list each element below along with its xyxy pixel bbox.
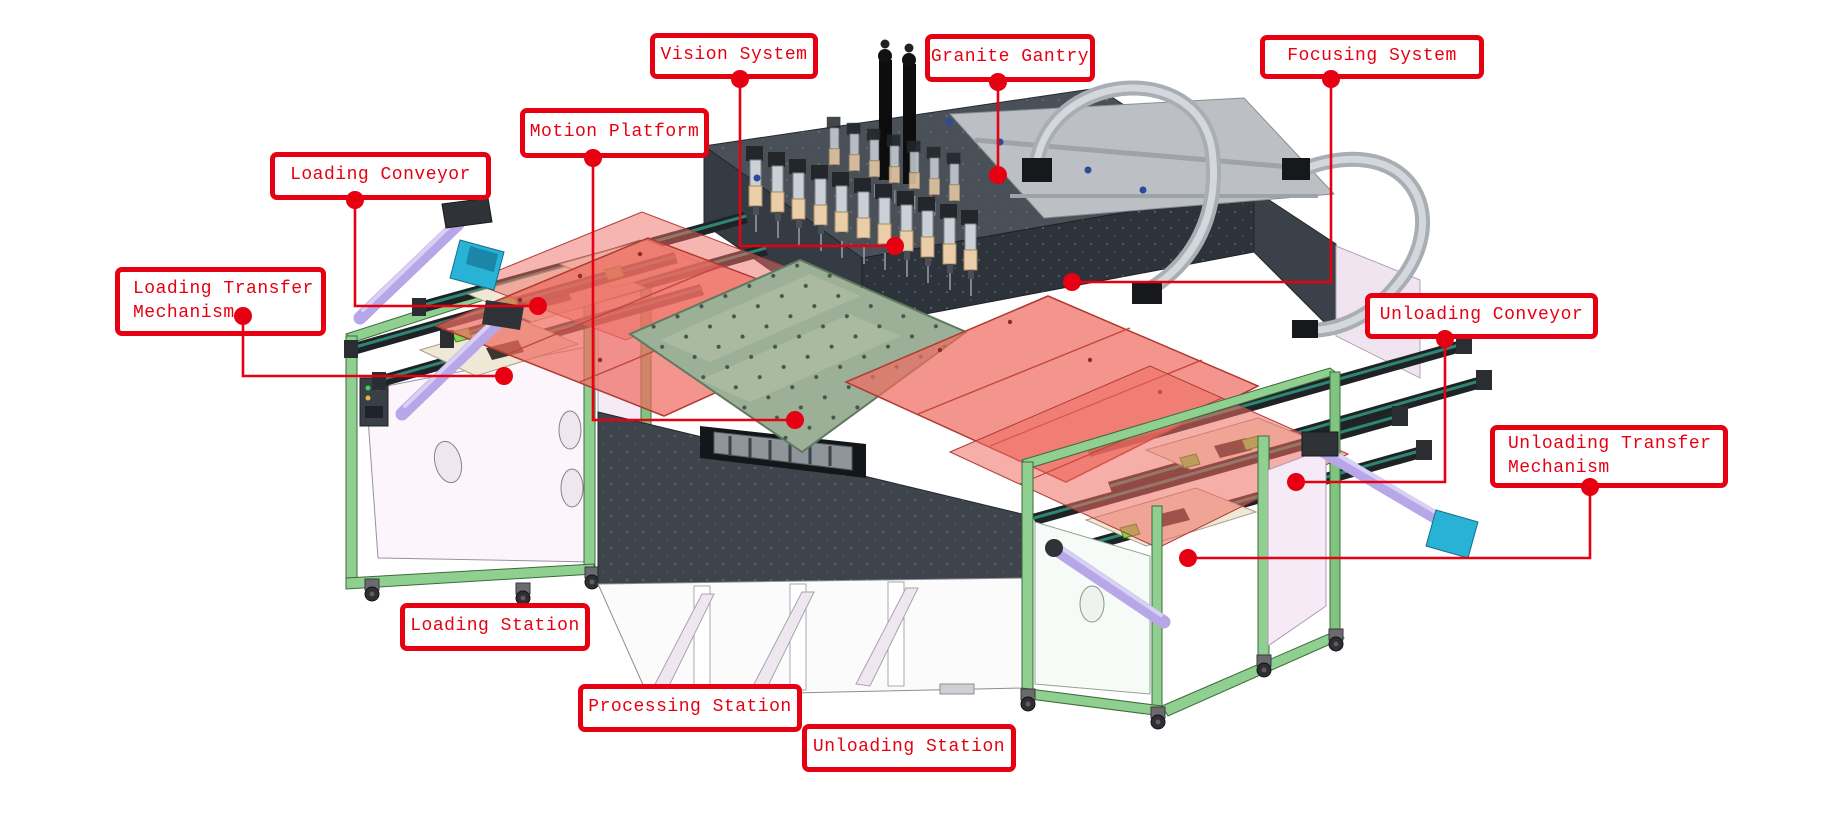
label-granite-gantry: Granite Gantry <box>925 34 1095 82</box>
label-text: Focusing System <box>1287 46 1457 67</box>
label-text: Unloading Conveyor <box>1379 305 1584 326</box>
label-text: Loading Conveyor <box>290 165 471 186</box>
label-focusing-system: Focusing System <box>1260 35 1484 79</box>
label-processing-station: Processing Station <box>578 684 802 732</box>
label-text: Vision System <box>660 45 808 66</box>
label-text: Loading Station <box>410 616 580 637</box>
label-text: Processing Station <box>588 697 792 718</box>
label-unloading-station: Unloading Station <box>802 724 1016 772</box>
label-loading-transfer-mechanism: Loading Transfer Mechanism <box>115 267 326 336</box>
label-unloading-conveyor: Unloading Conveyor <box>1365 293 1598 339</box>
label-text: Unloading Transfer Mechanism <box>1508 434 1712 478</box>
label-unloading-transfer-mechanism: Unloading Transfer Mechanism <box>1490 425 1728 488</box>
label-loading-conveyor: Loading Conveyor <box>270 152 491 200</box>
label-text: Unloading Station <box>812 737 1006 758</box>
label-loading-station: Loading Station <box>400 603 590 651</box>
label-text: Motion Platform <box>529 122 700 143</box>
label-motion-platform: Motion Platform <box>520 108 709 158</box>
label-vision-system: Vision System <box>650 33 818 79</box>
processing-station-base <box>597 411 1025 705</box>
label-text: Loading Transfer Mechanism <box>133 279 314 323</box>
label-text: Granite Gantry <box>930 47 1090 68</box>
